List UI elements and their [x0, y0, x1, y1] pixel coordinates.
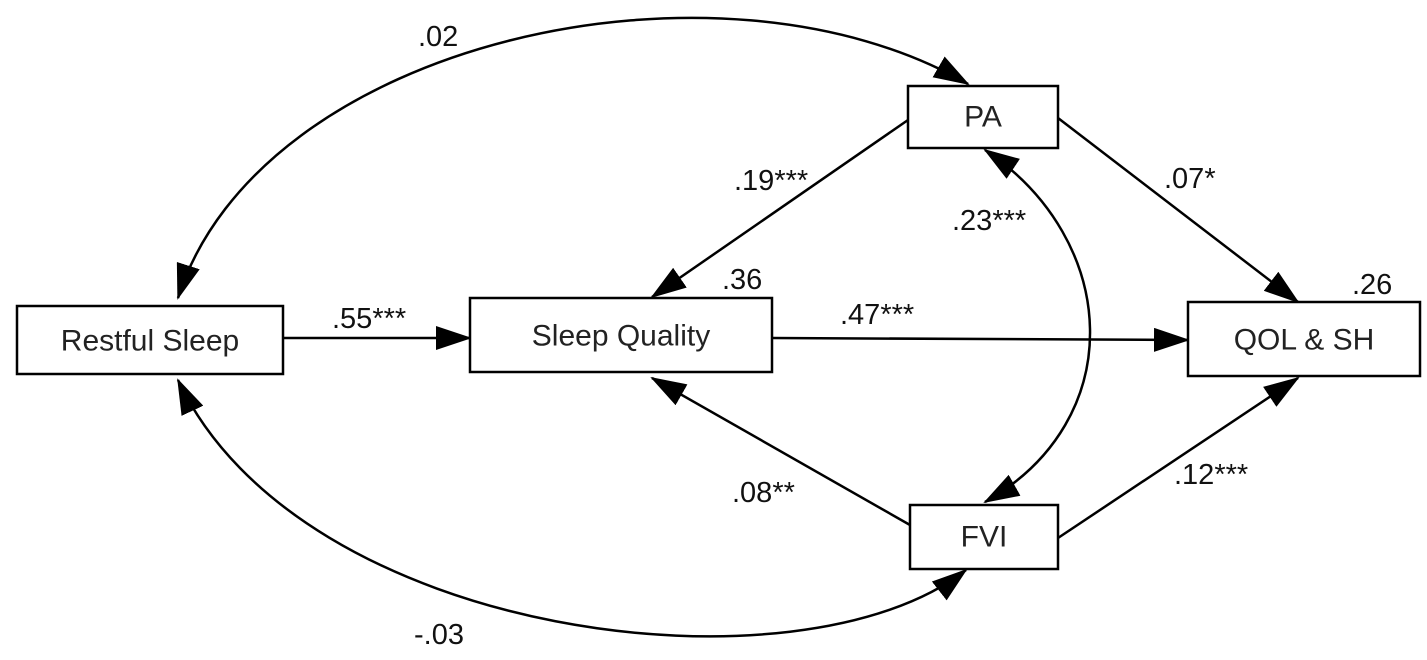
node-sleep-quality: Sleep Quality [468, 296, 774, 374]
coef-fvi-to-qol: .12*** [1174, 459, 1248, 491]
coef-sleep-quality-to-qol: .47*** [840, 299, 914, 331]
correlation-restful-pa-arrow [176, 16, 970, 300]
path-pa-to-qol-arrow [1057, 117, 1300, 304]
node-fvi-label: FVI [961, 521, 1008, 554]
node-qol-sh: QOL & SH [1186, 300, 1422, 378]
node-pa-label: PA [964, 101, 1002, 134]
node-restful-sleep-label: Restful Sleep [61, 325, 239, 358]
path-pa-to-sleep-quality-arrow [650, 118, 909, 299]
node-restful-sleep: Restful Sleep [15, 304, 285, 376]
coef-pa-to-sleep-quality: .19*** [734, 165, 808, 197]
coef-restful-pa-correlation: .02 [418, 21, 458, 53]
path-sleep-quality-to-qol-arrow [771, 327, 1190, 352]
coef-restful-to-sleep-quality: .55*** [332, 303, 406, 335]
coef-restful-fvi-correlation: -.03 [414, 619, 464, 651]
path-fvi-to-sleep-quality-arrow [650, 376, 911, 527]
path-fvi-to-qol-arrow [1057, 376, 1300, 540]
coef-fvi-to-sleep-quality: .08** [732, 477, 795, 509]
coef-pa-to-qol: .07* [1164, 163, 1216, 195]
correlation-restful-fvi-arrow [176, 378, 968, 638]
r-squared-qol: .26 [1352, 269, 1392, 301]
r-squared-sleep-quality: .36 [722, 264, 762, 296]
correlation-pa-fvi-arrow [983, 148, 1092, 504]
node-qol-sh-label: QOL & SH [1234, 324, 1375, 357]
node-fvi: FVI [908, 503, 1060, 571]
node-pa: PA [906, 84, 1060, 150]
node-sleep-quality-label: Sleep Quality [532, 320, 710, 353]
coef-pa-fvi-correlation: .23*** [952, 205, 1026, 237]
